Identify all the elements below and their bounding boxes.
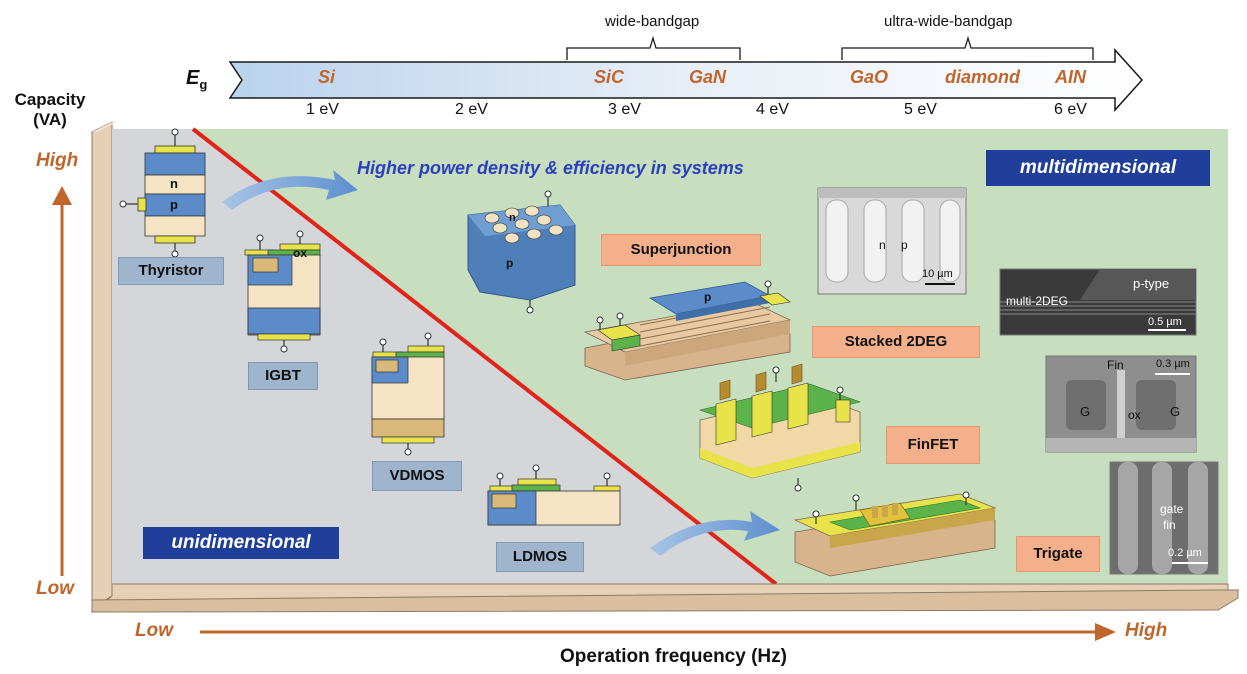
stacked-2deg-label: Stacked 2DEG — [812, 326, 980, 358]
finfet-device — [698, 363, 862, 492]
ldmos-diagram — [487, 464, 621, 526]
sem3-g1: G — [1080, 404, 1091, 419]
x-axis-title: Operation frequency (Hz) — [560, 646, 787, 667]
lower-curved-arrow — [650, 511, 780, 556]
sem1-p-label: p — [901, 238, 908, 252]
sem4-scale: 0.2 µm — [1168, 547, 1202, 559]
vdmos-label: VDMOS — [372, 461, 462, 491]
ldmos-label: LDMOS — [496, 542, 584, 572]
wide-bandgap-brace — [566, 35, 741, 60]
wide-bandgap-label: wide-bandgap — [605, 13, 700, 30]
y-axis-arrow — [52, 186, 72, 576]
thyristor-p-label: p — [170, 197, 178, 212]
sem-image-multi-2deg — [999, 268, 1197, 336]
tick-3ev: 3 eV — [608, 101, 641, 118]
y-axis-title-line2: (VA) — [33, 110, 67, 129]
finfet-label: FinFET — [886, 426, 980, 464]
sj-p-label: p — [506, 256, 514, 270]
headline: Higher power density & efficiency in sys… — [357, 158, 744, 178]
thyristor-label: Thyristor — [118, 257, 224, 285]
stacked-2deg-device — [583, 280, 792, 381]
sem2-ptype: p-type — [1133, 276, 1170, 291]
igbt-label: IGBT — [248, 362, 318, 390]
sem1-n-label: n — [879, 238, 886, 252]
region-divider — [191, 127, 778, 586]
superjunction-label: Superjunction — [601, 234, 761, 266]
sem-image-superjunction — [817, 187, 967, 295]
sj-n-label: n — [509, 212, 516, 224]
x-axis-high: High — [1125, 620, 1168, 641]
eg-symbol-sub: g — [199, 77, 208, 92]
x-axis-low: Low — [135, 620, 173, 641]
y-axis-title: Capacity (VA) — [10, 90, 90, 130]
floor-slab — [90, 583, 1240, 613]
tick-4ev: 4 eV — [756, 101, 789, 118]
material-diamond: diamond — [945, 67, 1020, 87]
unidimensional-badge: unidimensional — [143, 527, 339, 559]
x-axis-arrow — [200, 623, 1116, 641]
tick-6ev: 6 eV — [1054, 101, 1087, 118]
tick-5ev: 5 eV — [904, 101, 937, 118]
ultra-wide-bandgap-brace — [841, 35, 1094, 60]
material-ain: AIN — [1055, 67, 1086, 87]
multidimensional-badge: multidimensional — [986, 150, 1210, 186]
sem2-multi: multi-2DEG — [1006, 294, 1069, 308]
tick-2ev: 2 eV — [455, 101, 488, 118]
material-gan: GaN — [689, 67, 727, 87]
sem3-scale: 0.3 µm — [1156, 358, 1190, 370]
sem-image-fin — [1045, 355, 1197, 453]
thyristor-diagram — [119, 128, 206, 258]
eg-symbol: Eg — [186, 67, 207, 92]
vdmos-diagram — [371, 332, 445, 456]
tick-1ev: 1 eV — [306, 101, 339, 118]
igbt-ox-label: ox — [293, 246, 308, 260]
stack-p-label: p — [704, 290, 712, 304]
sem-image-trigate — [1109, 461, 1219, 575]
sem2-scale: 0.5 µm — [1148, 316, 1182, 328]
sem3-ox: ox — [1128, 408, 1141, 422]
ultra-wide-bandgap-label: ultra-wide-bandgap — [884, 13, 1013, 30]
material-gao: GaO — [850, 67, 889, 87]
eg-symbol-main: E — [186, 67, 200, 89]
y-axis-low: Low — [36, 578, 74, 599]
material-sic: SiC — [594, 67, 625, 87]
thyristor-n-label: n — [170, 176, 178, 191]
material-si: Si — [318, 67, 336, 87]
trigate-device — [793, 491, 997, 577]
trigate-label: Trigate — [1016, 536, 1100, 572]
sem3-fin: Fin — [1107, 358, 1124, 372]
sem1-scale: 10 µm — [922, 268, 953, 280]
y-axis-high: High — [36, 150, 79, 171]
sem4-fin: fin — [1163, 518, 1176, 532]
bandgap-arrow — [228, 48, 1144, 112]
sem3-g2: G — [1170, 404, 1181, 419]
upper-curved-arrow — [222, 170, 358, 210]
igbt-diagram — [244, 230, 321, 353]
sem4-gate: gate — [1160, 502, 1184, 516]
y-axis-title-line1: Capacity — [14, 90, 86, 109]
superjunction-pillars — [467, 190, 576, 314]
